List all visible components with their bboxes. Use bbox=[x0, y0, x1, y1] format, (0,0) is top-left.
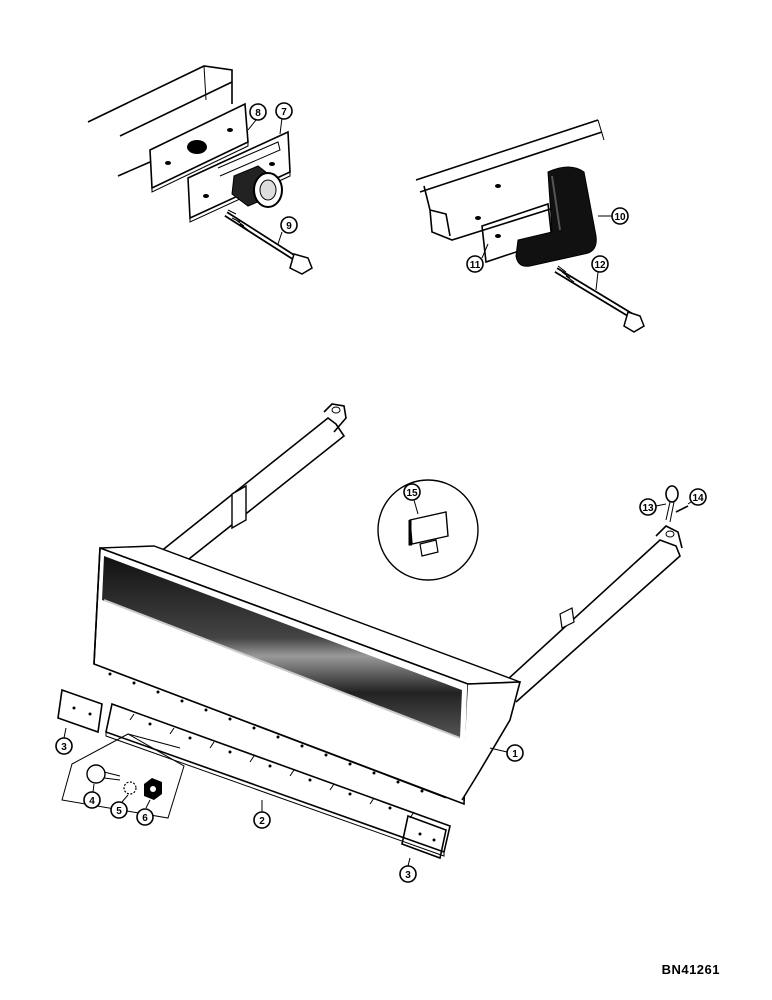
callout-15-text: 15 bbox=[406, 488, 418, 499]
blade-moldboard bbox=[93, 545, 522, 806]
lock-washer-5 bbox=[123, 781, 137, 795]
callout-11-text: 11 bbox=[470, 260, 481, 271]
callout-13-text: 13 bbox=[642, 503, 654, 514]
detail-circle-15 bbox=[377, 479, 479, 581]
callout-1-text: 1 bbox=[512, 749, 518, 760]
callout-12-text: 12 bbox=[594, 260, 606, 271]
spacer-plate-8 bbox=[149, 102, 249, 193]
callout-14: 14 bbox=[687, 488, 707, 506]
callout-3-right: 3 bbox=[399, 857, 417, 883]
push-arm-right bbox=[495, 525, 683, 703]
cotter-14 bbox=[675, 505, 689, 513]
end-bit-3-right bbox=[401, 814, 447, 860]
callout-3-left-text: 3 bbox=[61, 742, 67, 753]
cutting-edge-2 bbox=[105, 702, 451, 857]
pin-13 bbox=[665, 485, 679, 523]
callout-4: 4 bbox=[83, 783, 101, 809]
hardware-detail-box bbox=[61, 733, 185, 819]
rubber-bumper-10 bbox=[515, 166, 597, 267]
callout-15: 15 bbox=[403, 483, 421, 515]
drawing-reference-code: BN41261 bbox=[661, 962, 720, 977]
callout-6: 6 bbox=[136, 799, 154, 826]
blade-bolt-holes bbox=[108, 672, 424, 793]
callout-12: 12 bbox=[591, 255, 609, 291]
callout-1: 1 bbox=[489, 744, 524, 762]
callout-8: 8 bbox=[247, 103, 267, 131]
callout-8-text: 8 bbox=[255, 108, 261, 119]
end-bit-3-left bbox=[57, 688, 103, 734]
wear-block-15 bbox=[408, 511, 449, 557]
plow-bolt-4 bbox=[86, 764, 121, 784]
nut-6 bbox=[144, 778, 162, 800]
callout-5: 5 bbox=[110, 794, 129, 819]
channel-rail-right bbox=[415, 119, 605, 241]
bolt-9 bbox=[224, 209, 313, 275]
callout-10: 10 bbox=[598, 207, 629, 225]
callout-11: 11 bbox=[466, 243, 489, 273]
callout-14-text: 14 bbox=[692, 493, 704, 504]
callout-7: 7 bbox=[275, 102, 293, 135]
callout-6-text: 6 bbox=[142, 813, 148, 824]
callout-13: 13 bbox=[639, 498, 667, 516]
callout-9-text: 9 bbox=[286, 221, 292, 232]
frame-rail-left bbox=[87, 65, 233, 177]
callout-5-text: 5 bbox=[116, 806, 122, 817]
bolt-12 bbox=[554, 265, 645, 333]
callout-2: 2 bbox=[253, 800, 271, 829]
push-arm-left bbox=[149, 403, 347, 575]
callout-2-text: 2 bbox=[259, 816, 265, 827]
callout-9: 9 bbox=[277, 216, 298, 245]
callout-4-text: 4 bbox=[89, 796, 95, 807]
callout-3-left: 3 bbox=[55, 727, 73, 755]
callout-3-right-text: 3 bbox=[405, 870, 411, 881]
callout-10-text: 10 bbox=[614, 212, 626, 223]
bumper-block bbox=[231, 165, 283, 208]
callout-7-text: 7 bbox=[281, 107, 287, 118]
